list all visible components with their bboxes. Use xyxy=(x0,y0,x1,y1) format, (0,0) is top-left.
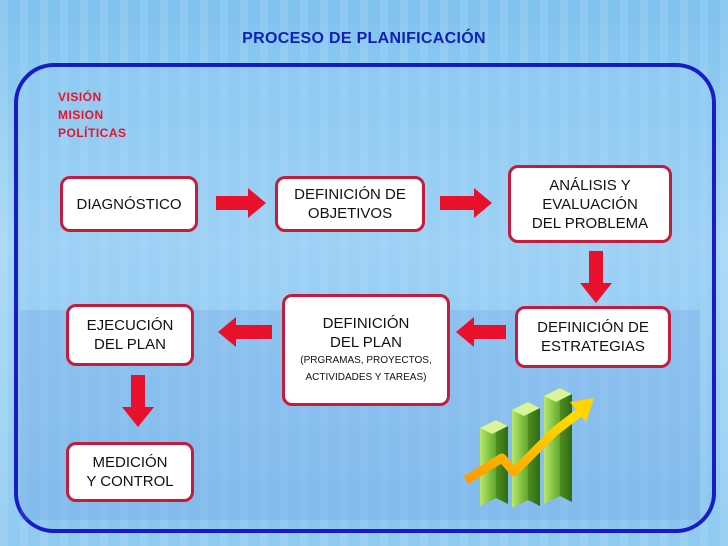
label-mision: MISION xyxy=(58,108,104,122)
arrow-left-icon xyxy=(456,317,506,347)
step-medicion-line1: MEDICIÓN xyxy=(92,454,168,471)
step-diagnostico: DIAGNÓSTICO xyxy=(60,176,198,232)
step-analisis-line2: EVALUACIÓN xyxy=(542,195,638,213)
step-estrategias: DEFINICIÓN DE ESTRATEGIAS xyxy=(515,306,671,368)
step-plan-line1: DEFINICIÓN xyxy=(322,315,410,332)
label-vision: VISIÓN xyxy=(58,90,102,104)
step-estrategias-line2: ESTRATEGIAS xyxy=(541,338,645,355)
step-objetivos: DEFINICIÓN DE OBJETIVOS xyxy=(275,176,425,232)
arrow-down-icon xyxy=(580,251,612,303)
step-plan: DEFINICIÓN DEL PLAN (PRGRAMAS, PROYECTOS… xyxy=(282,294,450,406)
step-ejecucion-line1: EJECUCIÓN xyxy=(86,317,174,334)
step-plan-detail1: (PRGRAMAS, PROYECTOS, xyxy=(300,355,432,366)
arrow-left-icon xyxy=(218,317,272,347)
step-plan-line2: DEL PLAN xyxy=(330,334,402,351)
step-analisis-line1: ANÁLISIS Y xyxy=(549,176,631,194)
step-objetivos-line2: OBJETIVOS xyxy=(307,205,393,222)
step-plan-detail2: ACTIVIDADES Y TAREAS) xyxy=(305,372,427,383)
arrow-right-icon xyxy=(440,188,492,218)
arrow-down-icon xyxy=(122,375,154,427)
step-medicion-line2: Y CONTROL xyxy=(86,473,174,490)
label-politicas: POLÍTICAS xyxy=(58,126,127,140)
arrow-right-icon xyxy=(216,188,266,218)
context-labels: VISIÓN MISION POLÍTICAS xyxy=(58,88,127,142)
step-diagnostico-label: DIAGNÓSTICO xyxy=(76,195,182,213)
step-estrategias-line1: DEFINICIÓN DE xyxy=(537,319,649,336)
step-analisis-line3: DEL PROBLEMA xyxy=(531,214,649,232)
step-objetivos-line1: DEFINICIÓN DE xyxy=(294,186,406,203)
page-title: PROCESO DE PLANIFICACIÓN xyxy=(242,30,486,47)
step-ejecucion: EJECUCIÓN DEL PLAN xyxy=(66,304,194,366)
growth-chart-icon xyxy=(463,388,594,508)
step-analisis: ANÁLISIS Y EVALUACIÓN DEL PROBLEMA xyxy=(508,165,672,243)
step-ejecucion-line2: DEL PLAN xyxy=(94,336,166,353)
step-medicion: MEDICIÓN Y CONTROL xyxy=(66,442,194,502)
